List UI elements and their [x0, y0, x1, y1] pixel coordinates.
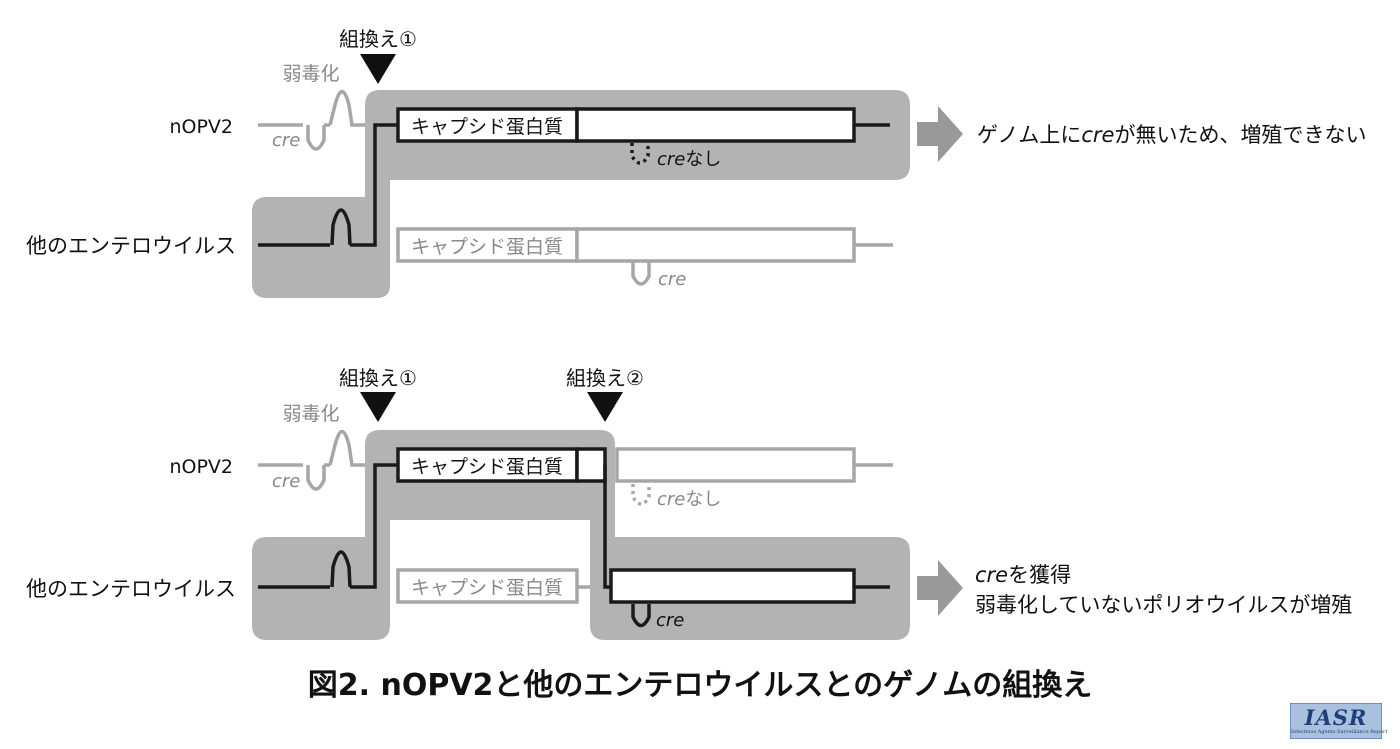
missing-cre-loop — [630, 143, 650, 165]
capsid-box-top-p2 — [396, 447, 579, 483]
enterovirus-loop-p2 — [330, 550, 352, 588]
result-text-2-line1: creを獲得 — [975, 563, 1071, 587]
small-segment-box — [575, 447, 607, 483]
crossover-line-p2-1 — [350, 463, 398, 589]
crossover-line-p2-2 — [603, 465, 611, 589]
nopv2-attenuated-loop-p2 — [328, 429, 365, 467]
recombination-1-label-p2: 組換え① — [339, 366, 417, 390]
other-enterovirus-label-p2: 他のエンテロウイルス — [26, 577, 236, 601]
cre-none-label-p2: creなし — [657, 489, 721, 510]
cre-loop-bottom — [631, 262, 651, 286]
cre-loop-acquired — [631, 604, 651, 628]
panel-1: 組換え① 弱毒化 nOPV2 cre 他のエンテロウイルス キャプシド蛋白質 c… — [26, 27, 1366, 298]
recombination-2-marker — [587, 392, 623, 422]
nopv2-cre-loop — [306, 125, 326, 151]
nopv2-label: nOPV2 — [169, 116, 233, 138]
missing-cre-loop-p2 — [631, 484, 651, 506]
nonstructural-box-dark-p2 — [609, 568, 856, 604]
enterovirus-loop — [330, 208, 352, 246]
cre-acquired-label: cre — [656, 610, 684, 631]
capsid-label-top-p2: キャプシド蛋白質 — [411, 456, 563, 478]
result-arrow-2 — [917, 560, 963, 616]
nonstructural-box-gray-p2 — [615, 447, 856, 483]
cre-bottom-label: cre — [658, 269, 686, 290]
result-text-2-line2: 弱毒化していないポリオウイルスが増殖 — [975, 593, 1352, 617]
nopv2-label-p2: nOPV2 — [169, 456, 233, 478]
recombination-1-label: 組換え① — [339, 27, 417, 51]
cre-none-label: creなし — [657, 149, 721, 170]
capsid-label-bottom: キャプシド蛋白質 — [411, 236, 563, 258]
result-arrow-1 — [917, 106, 963, 162]
crossover-line-1 — [350, 123, 398, 247]
figure-caption: 図2. nOPV2と他のエンテロウイルスとのゲノムの組換え — [308, 668, 1092, 703]
capsid-box-top — [396, 107, 579, 143]
nopv2-cre-label-p2: cre — [272, 471, 300, 492]
attenuated-label-p2: 弱毒化 — [282, 403, 339, 425]
nopv2-cre-label: cre — [272, 130, 300, 151]
result-text-1: ゲノム上にcreが無いため、増殖できない — [977, 123, 1366, 147]
attenuated-label: 弱毒化 — [282, 63, 339, 85]
recombination-1-marker — [360, 54, 396, 84]
capsid-label-bottom-p2: キャプシド蛋白質 — [411, 577, 563, 599]
nopv2-cre-loop-p2 — [306, 465, 326, 491]
other-enterovirus-label: 他のエンテロウイルス — [26, 234, 236, 258]
iasr-logo: IASR Infectious Agents Surveillance Repo… — [1290, 703, 1388, 739]
nonstructural-box-bottom — [575, 227, 856, 263]
logo-text: IASR — [1304, 705, 1368, 730]
capsid-label-top: キャプシド蛋白質 — [411, 116, 563, 138]
logo-subtext: Infectious Agents Surveillance Report — [1291, 729, 1388, 735]
capsid-box-bottom-p2 — [396, 568, 579, 604]
recombination-2-label: 組換え② — [566, 366, 644, 390]
panel-2: 組換え① 組換え② 弱毒化 nOPV2 cre キャプシド蛋白質 creなし 他… — [26, 366, 1352, 640]
nopv2-attenuated-loop — [328, 89, 365, 127]
recombination-1-marker-p2 — [360, 392, 396, 422]
nonstructural-box-top — [575, 107, 856, 143]
